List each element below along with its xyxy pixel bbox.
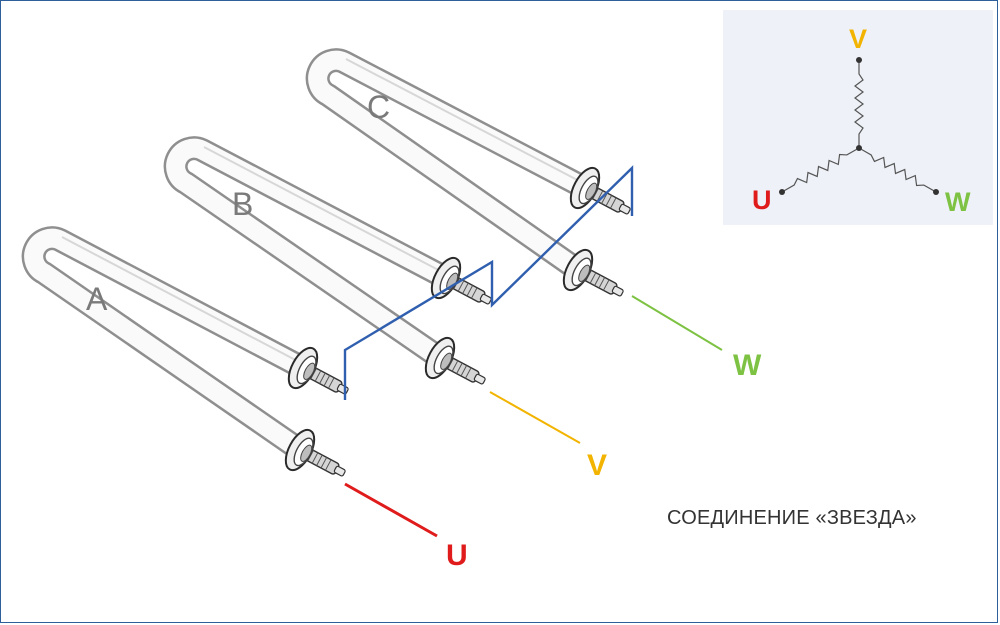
terminal-label-v: V <box>587 449 607 482</box>
star-schematic: V U W <box>752 24 971 217</box>
wire-u <box>344 482 438 538</box>
schematic-label-v: V <box>849 24 867 54</box>
node-u <box>779 189 785 195</box>
neutral-node <box>856 145 862 151</box>
wire-v <box>489 391 581 444</box>
fitting-c-lower <box>562 248 624 297</box>
element-label-c: C <box>367 89 390 125</box>
fitting-b-lower <box>424 336 486 385</box>
terminal-label-u: U <box>446 539 468 572</box>
fitting-a-upper <box>287 346 349 395</box>
heating-element-c <box>305 48 591 280</box>
diagram-caption: СОЕДИНЕНИЕ «ЗВЕЗДА» <box>667 507 917 529</box>
schematic-label-u: U <box>752 185 772 215</box>
fitting-c-upper <box>569 166 631 215</box>
schematic-panel <box>723 10 993 225</box>
fitting-a-lower <box>284 428 346 477</box>
heating-element-a <box>21 226 309 460</box>
element-label-b: B <box>232 186 253 222</box>
star-link-wire <box>343 165 634 400</box>
schematic-label-w: W <box>945 187 971 217</box>
element-label-a: A <box>86 281 108 317</box>
heating-element-b <box>163 136 452 368</box>
node-w <box>933 189 939 195</box>
terminal-label-w: W <box>733 349 762 382</box>
node-v <box>856 57 862 63</box>
wire-w <box>631 295 723 351</box>
